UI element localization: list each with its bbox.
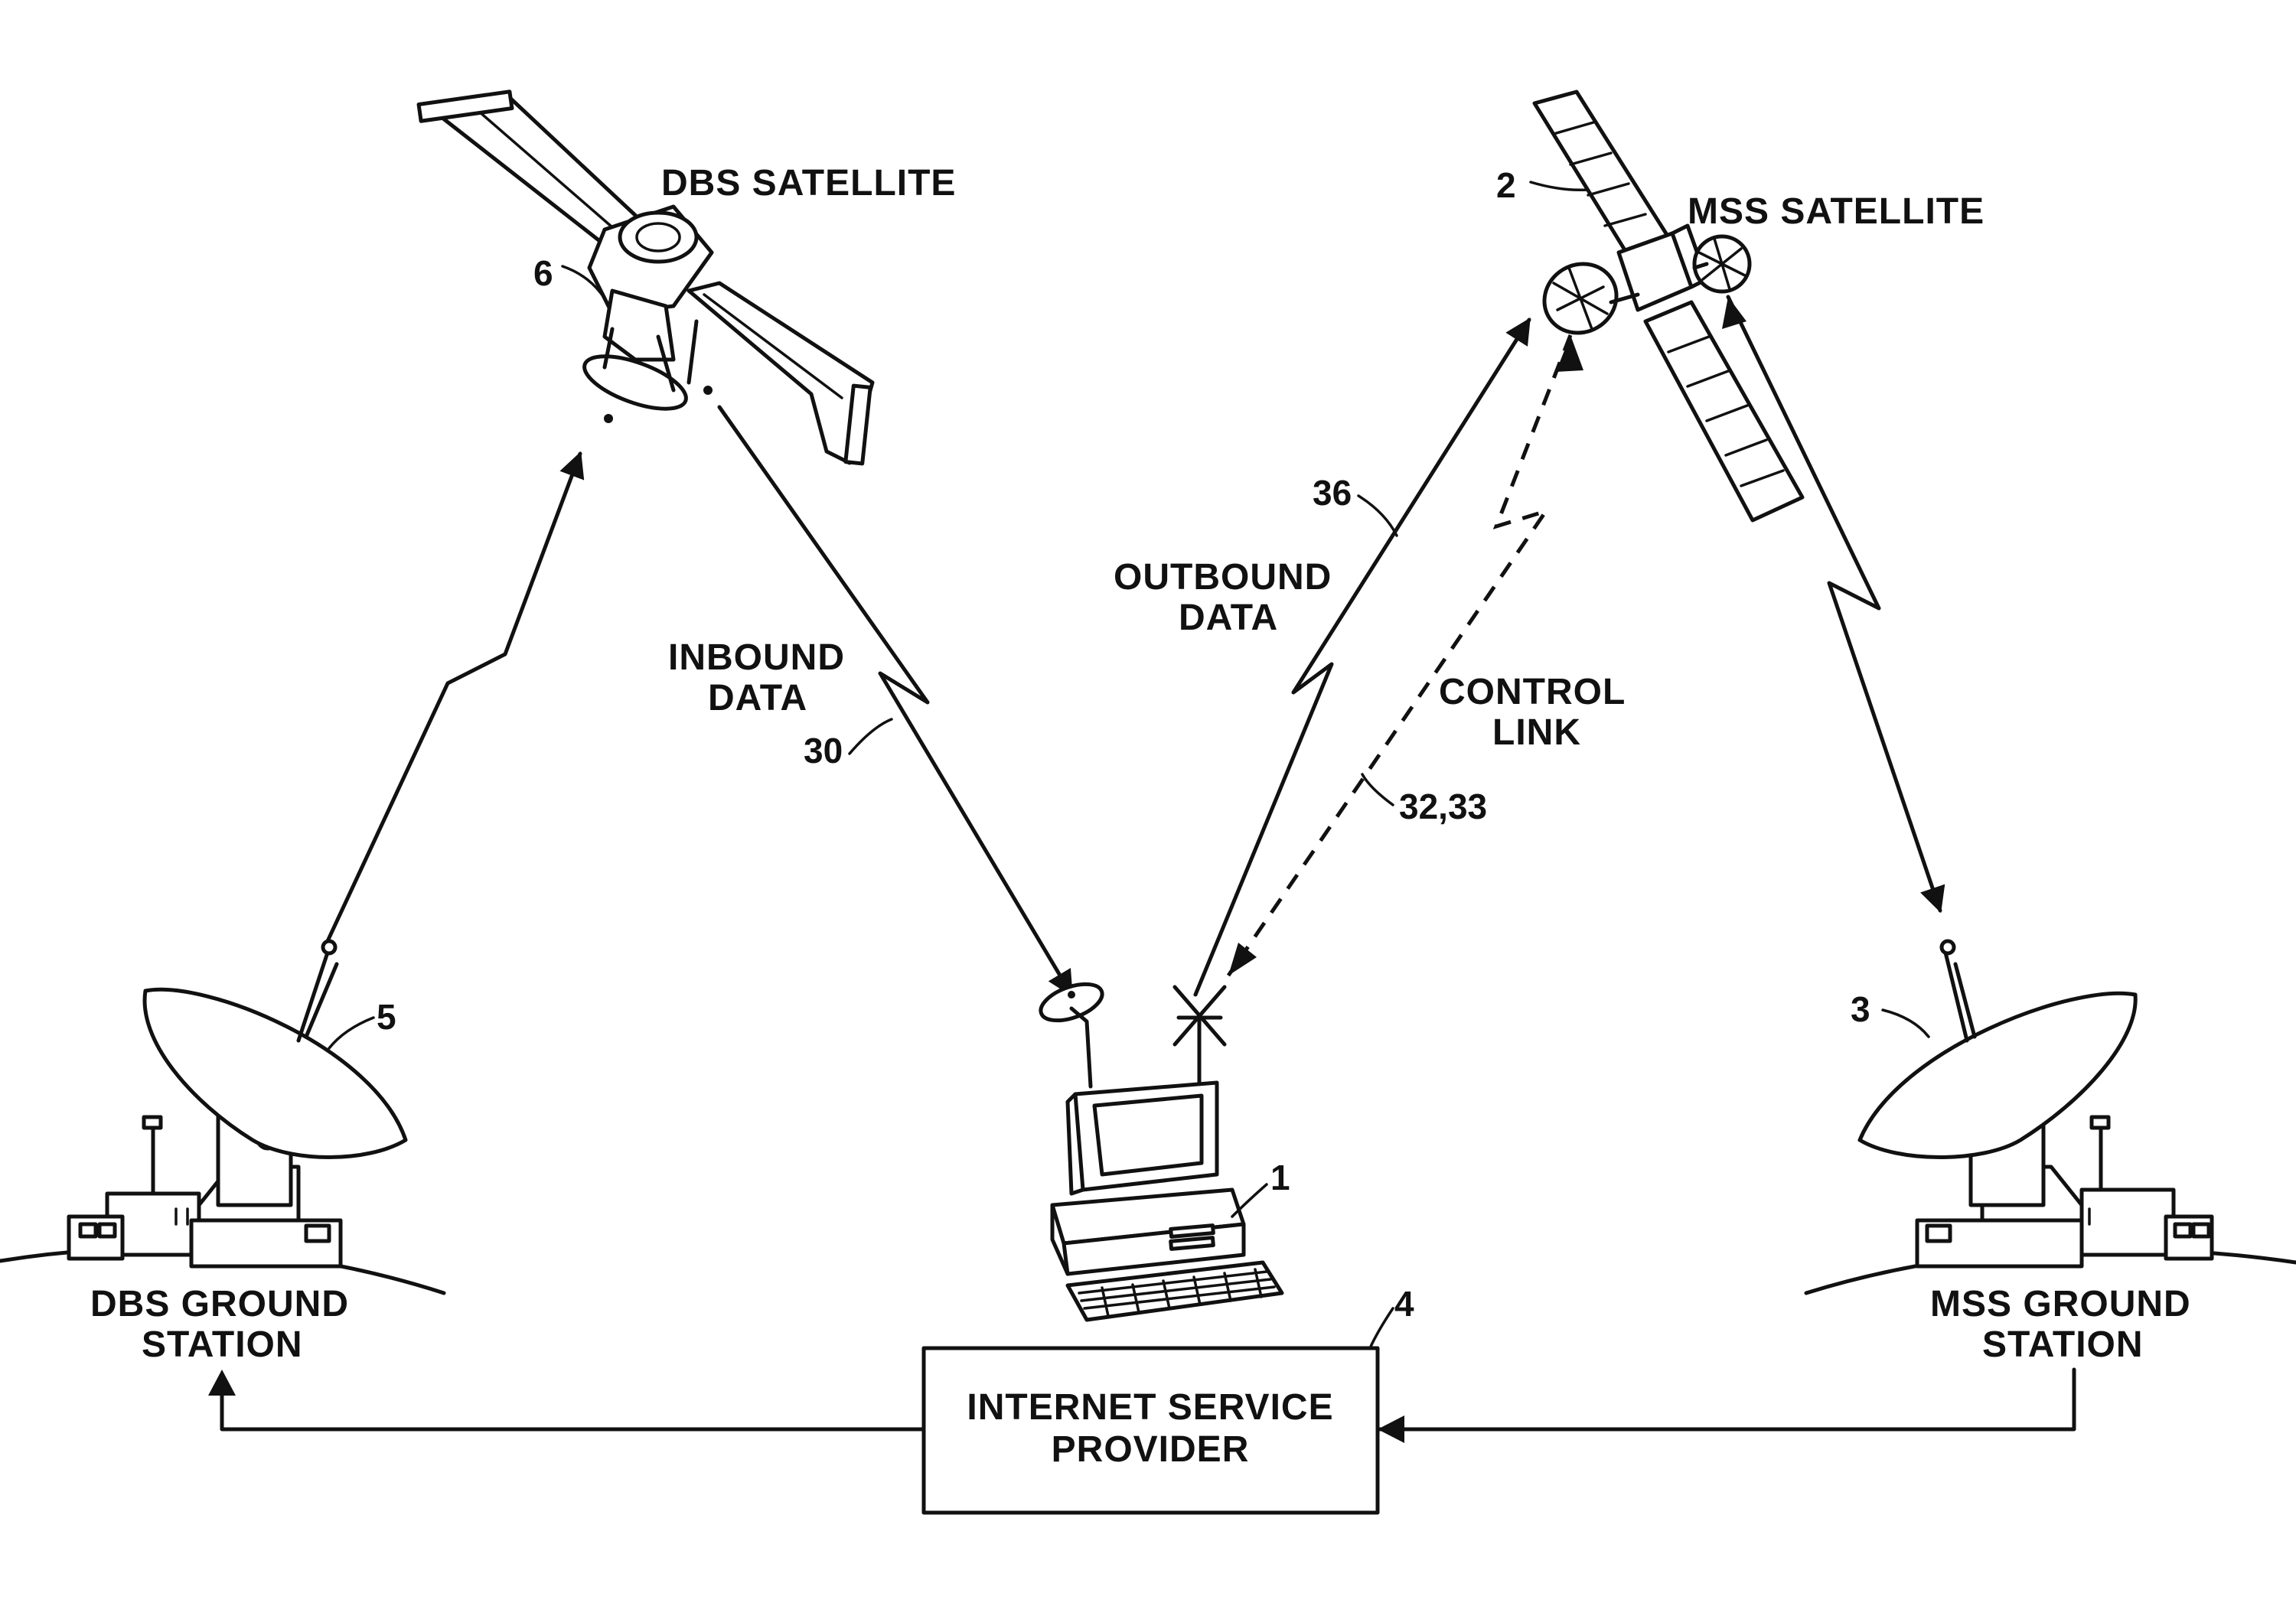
mss-ground-station-label-line2: STATION (1982, 1324, 2144, 1365)
dbs-satellite-ref: 6 (533, 253, 553, 293)
outbound-data-link (1193, 318, 1531, 997)
dbs-satellite-label: DBS SATELLITE (661, 163, 956, 204)
isp-ref: 4 (1394, 1284, 1414, 1324)
mss-satellite-label: MSS SATELLITE (1688, 191, 1985, 232)
mss-ground-station-icon (1804, 939, 2296, 1295)
mss-satellite-icon (1532, 90, 1805, 523)
outbound-link-leader (1357, 494, 1398, 537)
control-link-label-line2: LINK (1492, 712, 1581, 753)
desktop-computer-icon (1050, 1080, 1284, 1322)
control-link-ref: 32,33 (1399, 787, 1487, 826)
dbs-ground-station-icon (0, 939, 446, 1295)
inbound-link-ref: 30 (804, 731, 843, 770)
inbound-data-link (717, 405, 1074, 997)
isp-to-dbs-link (208, 1370, 926, 1432)
inbound-data-label-line1: INBOUND (668, 637, 845, 678)
mss-satellite-leader (1529, 181, 1590, 192)
mss-satellite-ref: 2 (1496, 165, 1516, 205)
dbs-ground-station-ref: 5 (377, 997, 396, 1037)
inbound-data-label-line2: DATA (708, 678, 807, 718)
isp-label-line1: INTERNET SERVICE (967, 1387, 1333, 1428)
dbs-ground-station-label-line2: STATION (142, 1324, 303, 1365)
isp-label-line2: PROVIDER (1052, 1429, 1250, 1470)
small-dish-icon (1039, 982, 1104, 1089)
control-link-label-line1: CONTROL (1439, 672, 1626, 712)
user-terminal (1039, 982, 1284, 1322)
user-computer-leader (1231, 1183, 1268, 1218)
isp-leader (1368, 1307, 1394, 1350)
dbs-ground-station-label-line1: DBS GROUND (90, 1284, 349, 1324)
outbound-link-ref: 36 (1313, 473, 1352, 513)
outbound-data-label-line1: OUTBOUND (1114, 557, 1332, 598)
inbound-link-leader (848, 718, 893, 755)
outbound-data-label-line2: DATA (1179, 598, 1278, 638)
control-link-leader (1361, 773, 1394, 806)
mss-ground-station-label-line1: MSS GROUND (1930, 1284, 2191, 1324)
dbs-satellite-leader (561, 265, 606, 300)
whip-antenna-icon (1172, 985, 1227, 1089)
isp-box (921, 1346, 1380, 1515)
dbs-ground-station-leader (328, 1016, 375, 1050)
mss-ground-station-leader (1881, 1008, 1930, 1038)
dbs-satellite-icon (416, 90, 875, 466)
control-link (1226, 334, 1583, 977)
dbs-uplink (325, 451, 585, 943)
mss-to-isp-link (1375, 1367, 2076, 1443)
mss-ground-station-ref: 3 (1851, 989, 1870, 1029)
mss-downlink (1722, 295, 1945, 914)
user-computer-ref: 1 (1270, 1158, 1290, 1197)
